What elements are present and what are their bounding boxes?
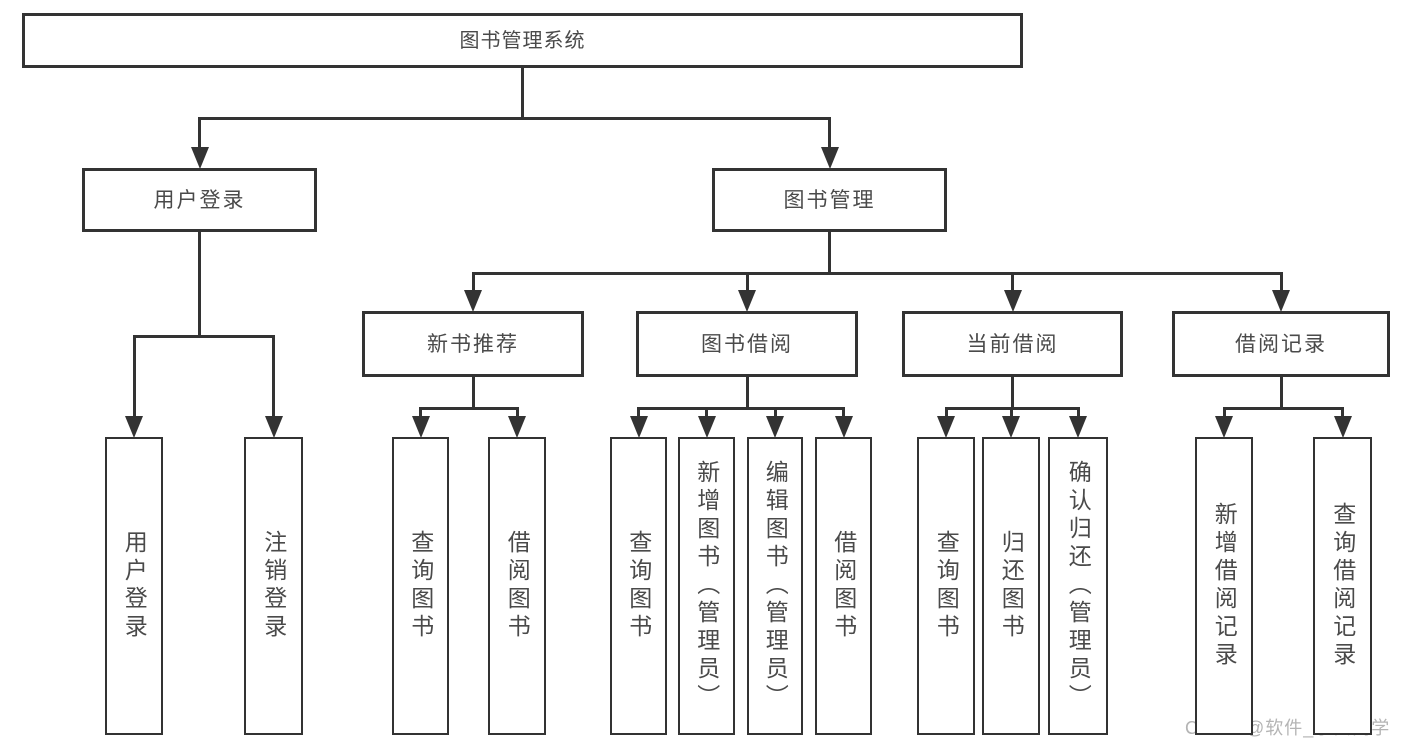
- node-rec-borrow: 借阅图书: [488, 437, 546, 735]
- connector-drop: [1076, 407, 1080, 419]
- arrow-down-icon: [738, 290, 756, 312]
- node-label: 查询图书: [625, 530, 652, 642]
- node-book-mgmt: 图书管理: [712, 168, 947, 232]
- arrow-down-icon: [464, 290, 482, 312]
- connector-drop: [828, 117, 831, 150]
- connector-bus: [132, 335, 275, 338]
- arrow-down-icon: [1002, 416, 1020, 438]
- node-label: 新增借阅记录: [1211, 502, 1238, 670]
- arrow-down-icon: [508, 416, 526, 438]
- node-cur-query: 查询图书: [917, 437, 975, 735]
- arrow-down-icon: [820, 147, 839, 169]
- node-rec-query: 查询图书: [392, 437, 449, 735]
- node-label: 查询借阅记录: [1329, 502, 1356, 670]
- arrow-down-icon: [629, 416, 648, 438]
- node-current-borrow: 当前借阅: [902, 311, 1123, 377]
- connector-drop: [1341, 407, 1344, 419]
- arrow-down-icon: [834, 416, 853, 438]
- node-label: 借阅记录: [1235, 332, 1327, 356]
- node-bor-query: 查询图书: [610, 437, 667, 735]
- connector-drop: [944, 407, 948, 419]
- arrow-down-icon: [125, 416, 143, 438]
- connector-drop: [842, 407, 845, 419]
- connector-stem: [745, 377, 749, 410]
- node-label: 新增图书（管理员）: [693, 460, 720, 712]
- node-user-login: 用户登录: [82, 168, 317, 232]
- node-label: 当前借阅: [966, 332, 1059, 356]
- node-label: 用户登录: [121, 530, 148, 642]
- arrow-down-icon: [937, 416, 955, 438]
- connector-drop: [1009, 407, 1013, 419]
- connector-stem: [1279, 377, 1283, 410]
- arrow-down-icon: [190, 147, 209, 169]
- connector-drop: [515, 407, 519, 419]
- node-leaf-login: 用户登录: [105, 437, 163, 735]
- connector-stem: [1011, 377, 1014, 410]
- connector-stem: [198, 232, 201, 338]
- connector-stem: [521, 68, 524, 120]
- node-bor-add: 新增图书（管理员）: [678, 437, 735, 735]
- node-book-borrow: 图书借阅: [636, 311, 858, 377]
- connector-drop: [1222, 407, 1226, 419]
- connector-bus: [471, 272, 1283, 275]
- connector-drop: [1011, 272, 1014, 293]
- connector-drop: [132, 335, 136, 419]
- node-label: 借阅图书: [504, 530, 531, 642]
- arrow-down-icon: [697, 416, 716, 438]
- node-label: 注销登录: [260, 530, 287, 642]
- node-root: 图书管理系统: [22, 13, 1023, 68]
- node-label: 借阅图书: [830, 530, 857, 642]
- arrow-down-icon: [411, 416, 430, 438]
- node-leaf-logout: 注销登录: [244, 437, 303, 735]
- node-label: 图书管理系统: [459, 29, 586, 52]
- arrow-down-icon: [1003, 290, 1022, 312]
- arrow-down-icon: [766, 416, 784, 438]
- node-label: 图书管理: [783, 188, 876, 212]
- node-label: 新书推荐: [427, 332, 519, 356]
- connector-drop: [419, 407, 422, 419]
- arrow-down-icon: [1333, 416, 1352, 438]
- connector-drop: [745, 272, 749, 293]
- node-label: 编辑图书（管理员）: [762, 460, 789, 712]
- node-recd-query: 查询借阅记录: [1313, 437, 1372, 735]
- node-new-book-rec: 新书推荐: [362, 311, 584, 377]
- connector-bus: [419, 407, 519, 410]
- connector-drop: [705, 407, 708, 419]
- connector-stem: [471, 377, 475, 410]
- node-cur-confirm: 确认归还（管理员）: [1048, 437, 1108, 735]
- node-label: 归还图书: [998, 530, 1025, 642]
- connector-drop: [637, 407, 640, 419]
- node-borrow-records: 借阅记录: [1172, 311, 1390, 377]
- node-label: 查询图书: [933, 530, 960, 642]
- node-label: 图书借阅: [701, 332, 793, 356]
- arrow-down-icon: [1272, 290, 1290, 312]
- connector-drop: [471, 272, 475, 293]
- connector-drop: [198, 117, 201, 150]
- arrow-down-icon: [264, 416, 283, 438]
- node-recd-add: 新增借阅记录: [1195, 437, 1253, 735]
- node-cur-return: 归还图书: [982, 437, 1040, 735]
- connector-bus: [198, 117, 831, 120]
- node-label: 查询图书: [407, 530, 434, 642]
- connector-stem: [828, 232, 831, 275]
- arrow-down-icon: [1069, 416, 1087, 438]
- node-bor-borrow: 借阅图书: [815, 437, 872, 735]
- node-label: 确认归还（管理员）: [1065, 460, 1092, 712]
- connector-bus: [1222, 407, 1344, 410]
- node-bor-edit: 编辑图书（管理员）: [747, 437, 803, 735]
- connector-bus: [637, 407, 845, 410]
- arrow-down-icon: [1215, 416, 1233, 438]
- node-label: 用户登录: [153, 188, 246, 212]
- connector-drop: [272, 335, 275, 419]
- connector-drop: [773, 407, 777, 419]
- connector-drop: [1279, 272, 1283, 293]
